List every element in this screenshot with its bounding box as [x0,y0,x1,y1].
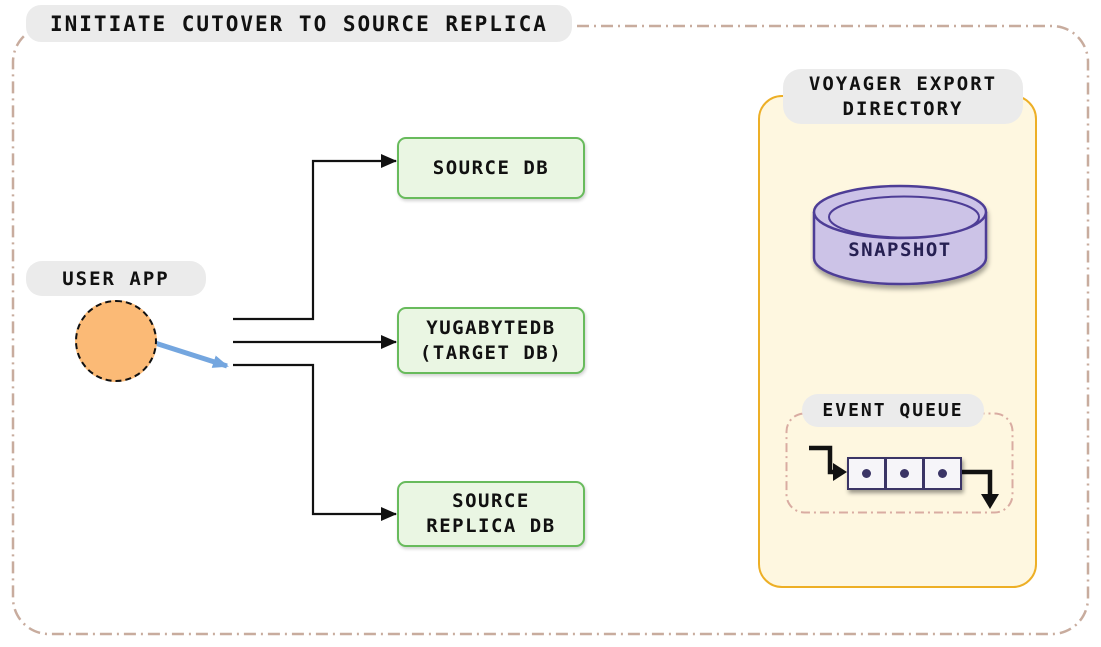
snapshot-database-icon: SNAPSHOT [812,184,988,286]
arrow-userapp-to-source-db [233,154,397,321]
outer-dashed-frame [11,24,1090,636]
source-db-node: SOURCE DB [397,137,585,199]
user-app-icon [75,300,157,382]
source-replica-db-node: SOURCE REPLICA DB [397,481,585,547]
diagram-title: INITIATE CUTOVER TO SOURCE REPLICA [26,5,572,42]
replica-db-label-line2: REPLICA DB [426,515,556,537]
cutover-blue-arrow [154,340,229,369]
arrow-userapp-to-source-replica-db [233,363,397,521]
snapshot-label: SNAPSHOT [848,239,952,261]
target-db-label-line2: (TARGET DB) [419,341,563,364]
target-db-label-line1: YUGABYTEDB [426,316,556,339]
replica-db-label-line1: SOURCE [452,490,530,512]
voyager-panel-title: VOYAGER EXPORT DIRECTORY [783,69,1023,124]
queue-in-arrow [809,445,833,475]
source-db-label: SOURCE DB [432,156,550,179]
diagram-title-text: INITIATE CUTOVER TO SOURCE REPLICA [50,11,548,36]
queue-item-dot [862,469,871,478]
event-queue-label: EVENT QUEUE [802,394,984,427]
voyager-export-directory-panel: VOYAGER EXPORT DIRECTORY SNAPSHOT EVENT … [758,69,1037,588]
user-app-label: USER APP [26,261,206,296]
queue-item-dot [900,469,909,478]
yugabytedb-target-node: YUGABYTEDB (TARGET DB) [397,307,585,374]
event-queue-icon [809,445,999,509]
queue-item-dot [938,469,947,478]
queue-out-arrowhead [981,494,999,509]
queue-in-arrowhead [833,463,847,481]
queue-out-arrow [961,469,993,495]
